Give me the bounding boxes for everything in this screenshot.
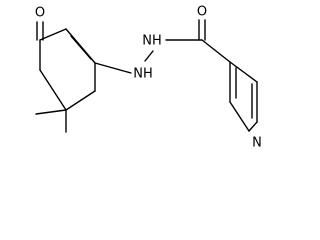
bond-c1-c2 <box>39 28 67 41</box>
bond-c3-nh <box>94 62 132 74</box>
pyridine-ring: N <box>201 39 262 151</box>
molecule-structure: O NH NH O <box>35 5 262 151</box>
cyclohexenone-ring <box>39 28 96 111</box>
bond-c5-methyl-left <box>35 109 67 115</box>
amide-carbonyl: O <box>197 5 207 41</box>
pyridine-nitrogen-label: N <box>252 136 262 151</box>
amide-oxygen-label: O <box>197 5 207 20</box>
nh-label-bottom: NH <box>133 67 153 82</box>
gem-dimethyl-group <box>35 109 67 133</box>
hydrazide-linker: NH NH <box>94 34 203 82</box>
bond-py-c6-c5 <box>229 61 258 83</box>
bond-py-n-c1 <box>248 121 258 132</box>
bond-c4-c5 <box>65 90 96 111</box>
ketone-oxygen-label: O <box>35 6 45 21</box>
nh-label-top: NH <box>142 34 162 49</box>
bond-carbonyl-py-c4 <box>201 39 231 63</box>
bond-c2-c3-inner <box>70 35 92 60</box>
bond-nh-nh <box>144 50 154 62</box>
molecule-canvas: O NH NH O <box>34 4 262 151</box>
bond-py-c3-n <box>229 101 250 132</box>
bond-c5-c6 <box>39 69 67 111</box>
ketone-group: O <box>35 6 45 41</box>
